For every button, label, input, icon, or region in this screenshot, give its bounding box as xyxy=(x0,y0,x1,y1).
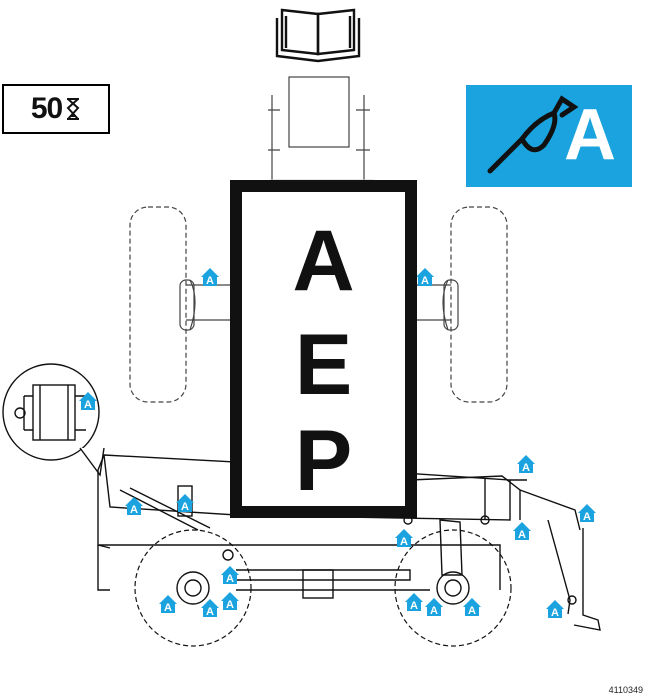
marker-letter: A xyxy=(206,275,214,287)
lubrication-point-marker-icon: A xyxy=(201,599,219,618)
grease-gun-icon xyxy=(487,95,579,174)
marker-letter: A xyxy=(226,599,234,611)
lubrication-point-marker-icon: A xyxy=(463,598,481,617)
marker-letter: A xyxy=(551,607,559,619)
wheel-hubs xyxy=(176,571,470,605)
lubrication-point-marker-icon: A xyxy=(416,268,434,287)
lubrication-point-marker-icon: A xyxy=(513,522,531,541)
grease-legend-box: A E P xyxy=(230,180,417,518)
lubrication-point-marker-icon: A xyxy=(546,600,564,619)
legend-line-3: P xyxy=(294,413,353,509)
lubrication-point-marker-icon: A xyxy=(517,455,535,474)
reference-code: 4110349 xyxy=(608,685,643,695)
marker-letter: A xyxy=(522,462,530,474)
lubrication-point-marker-icon: A xyxy=(159,595,177,614)
marker-letter: A xyxy=(130,504,138,516)
marker-letter: A xyxy=(226,573,234,585)
grease-letter: A xyxy=(564,95,616,175)
marker-letter: A xyxy=(400,536,408,548)
marker-letter: A xyxy=(206,606,214,618)
lubrication-point-marker-icon: A xyxy=(395,529,413,548)
marker-letter: A xyxy=(468,605,476,617)
legend-line-1: A xyxy=(292,213,355,309)
lubrication-point-marker-icon: A xyxy=(221,566,239,585)
marker-letter: A xyxy=(518,529,526,541)
lubrication-point-marker-icon: A xyxy=(176,494,194,513)
pivot-detail-callout xyxy=(2,363,105,477)
marker-letter: A xyxy=(164,602,172,614)
lubrication-point-marker-icon: A xyxy=(405,593,423,612)
legend-line-2: E xyxy=(294,317,353,413)
manual-book-icon xyxy=(275,8,361,63)
marker-letter: A xyxy=(84,399,92,411)
lubrication-point-marker-icon: A xyxy=(79,392,97,411)
lubrication-point-marker-icon: A xyxy=(578,504,596,523)
marker-letter: A xyxy=(421,275,429,287)
marker-letter: A xyxy=(181,501,189,513)
marker-letter: A xyxy=(410,600,418,612)
lubrication-point-marker-icon: A xyxy=(201,268,219,287)
marker-letter: A xyxy=(430,605,438,617)
lubrication-point-marker-icon: A xyxy=(125,497,143,516)
lubrication-point-marker-icon: A xyxy=(425,598,443,617)
lubrication-point-marker-icon: A xyxy=(221,592,239,611)
side-view-wheels xyxy=(134,529,512,647)
interval-badge: 50 xyxy=(2,84,110,134)
marker-letter: A xyxy=(583,511,591,523)
grease-type-badge: A xyxy=(466,85,632,187)
interval-hours: 50 xyxy=(30,92,63,125)
hourglass-icon xyxy=(66,98,80,120)
